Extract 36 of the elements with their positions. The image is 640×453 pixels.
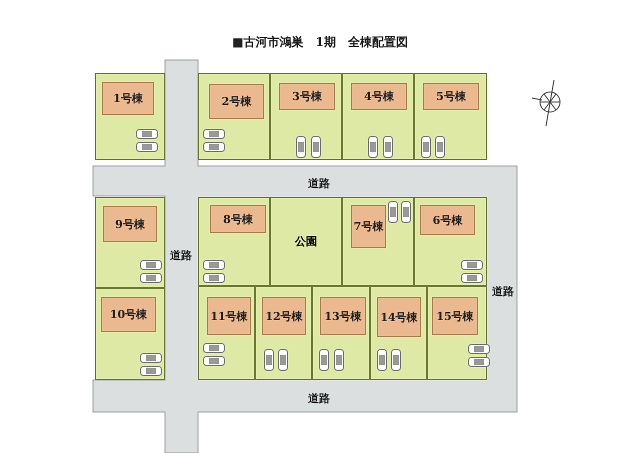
lot-parcel [198,73,270,160]
lot-parcel [414,73,487,160]
road-label: 道路 [308,391,330,406]
house-footprint: 3号棟 [279,83,335,110]
diagram-title: ■古河市鴻巣 1期 全棟配置図 [231,34,409,51]
lot-parcel [370,286,427,380]
lot-parcel [198,286,255,380]
lot-parcel [198,197,270,286]
house-footprint: 14号棟 [377,297,421,337]
lot-parcel [95,73,165,160]
house-footprint: 1号棟 [102,82,154,115]
house-footprint: 7号棟 [351,205,386,248]
road-label: 道路 [308,176,330,191]
lot-parcel [255,286,312,380]
lot-parcel [270,73,342,160]
house-footprint: 6号棟 [420,205,475,235]
lot-parcel [95,288,165,380]
house-footprint: 15号棟 [432,297,478,335]
park-parcel: 公園 [270,197,342,286]
lot-parcel [414,197,487,286]
house-footprint: 12号棟 [262,297,306,335]
lot-parcel [95,197,165,288]
house-footprint: 9号棟 [103,206,157,242]
lot-parcel [342,73,414,160]
lot-parcel [427,286,487,380]
lot-parcel [342,197,414,286]
lot-parcel [312,286,370,380]
house-footprint: 2号棟 [209,84,264,119]
house-footprint: 10号棟 [101,297,156,332]
house-footprint: 4号棟 [351,83,407,110]
house-footprint: 5号棟 [423,83,479,110]
house-footprint: 8号棟 [210,205,266,233]
road-label: 道路 [170,248,192,263]
house-footprint: 13号棟 [320,297,366,335]
road-label: 道路 [492,284,514,299]
house-footprint: 11号棟 [207,297,251,335]
